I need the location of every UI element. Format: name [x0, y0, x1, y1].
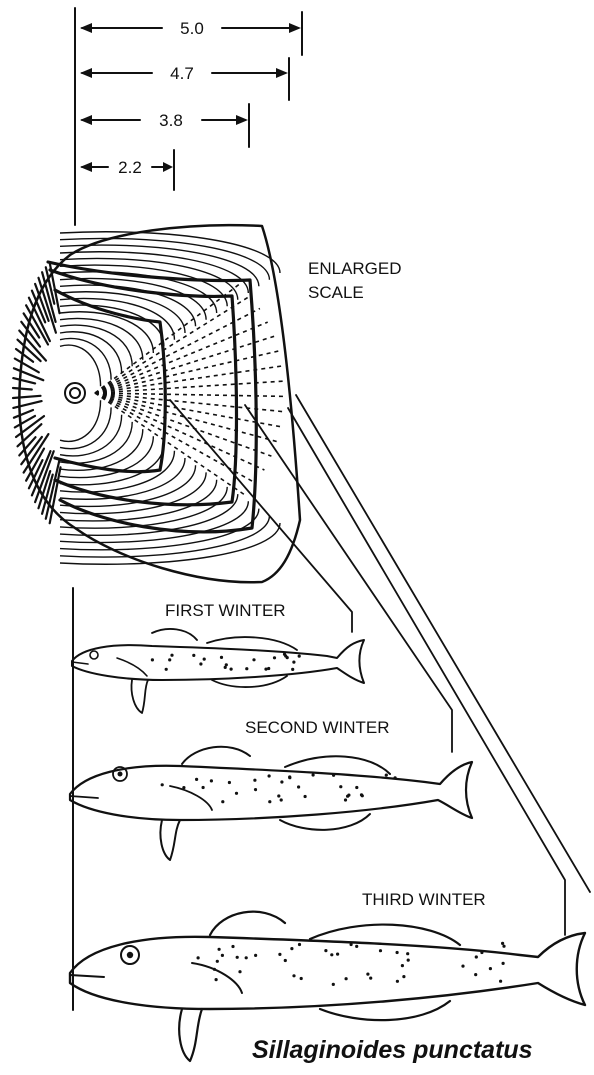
- dimension-label-3-8: 3.8: [159, 111, 183, 130]
- species-name: Sillaginoides punctatus: [252, 1036, 533, 1065]
- dimension-4-7: 4.7: [80, 58, 289, 100]
- enlarged-scale-label-line2: SCALE: [308, 283, 364, 302]
- dimension-5-0: 5.0: [80, 12, 302, 55]
- leader-lines: [170, 395, 590, 935]
- first-winter-label: FIRST WINTER: [165, 601, 286, 620]
- first-winter-fish: [72, 629, 364, 713]
- third-winter-label: THIRD WINTER: [362, 890, 486, 909]
- dimension-2-2: 2.2: [80, 150, 174, 190]
- second-winter-label: SECOND WINTER: [245, 718, 390, 737]
- dimension-bars: 5.0 4.7 3.8 2.2: [75, 8, 302, 225]
- dimension-label-5-0: 5.0: [180, 19, 204, 38]
- enlarged-scale-drawing: [13, 225, 300, 582]
- dimension-3-8: 3.8: [80, 104, 249, 147]
- dimension-label-4-7: 4.7: [170, 64, 194, 83]
- dimension-label-2-2: 2.2: [118, 158, 142, 177]
- enlarged-scale-label-line1: ENLARGED: [308, 259, 402, 278]
- second-winter-fish: [70, 747, 472, 860]
